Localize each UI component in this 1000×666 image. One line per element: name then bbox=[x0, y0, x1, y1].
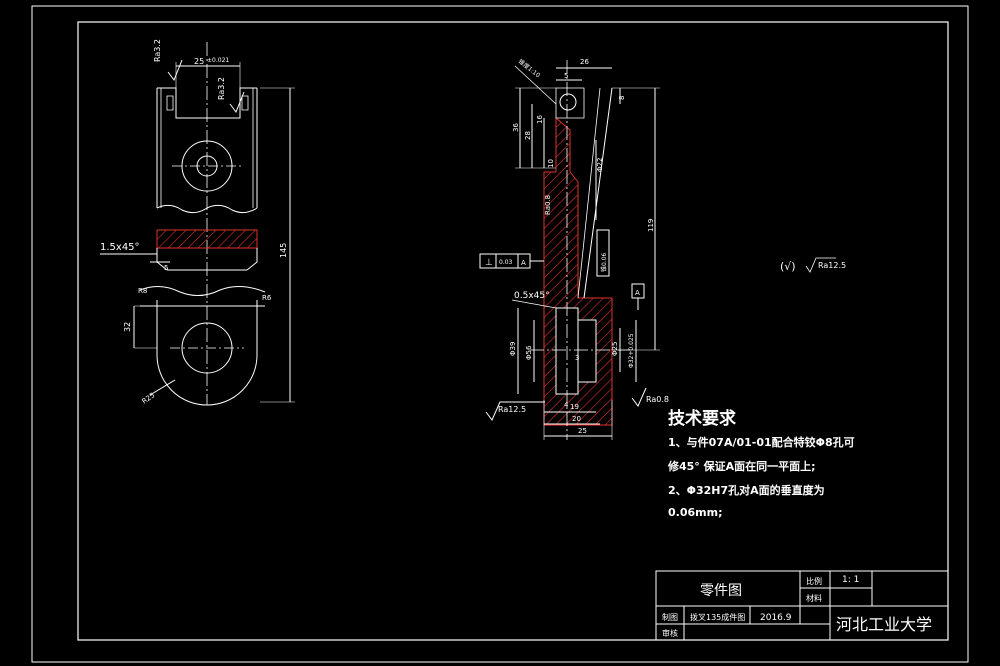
taper-tol-box bbox=[596, 229, 610, 277]
right-perp-value: 0.03 bbox=[499, 259, 513, 266]
bore-cut-inner bbox=[577, 319, 597, 383]
left-roughness-side: Ra3.2 bbox=[217, 77, 226, 100]
left-dim-r25: R25 bbox=[141, 391, 157, 405]
right-dim-25: 25 bbox=[578, 427, 587, 435]
tech-req-line4: 0.06mm; bbox=[668, 506, 722, 519]
right-dim-20: 20 bbox=[572, 415, 581, 423]
tech-requirements: 技术要求 1、与件07A/01-01配合特铰Φ8孔可 修45° 保证A面在同一平… bbox=[667, 408, 855, 519]
right-dim-28: 28 bbox=[524, 131, 532, 140]
surface-finish-note: (√) Ra12.5 bbox=[780, 257, 846, 273]
right-dim-10: 10 bbox=[547, 159, 555, 168]
right-datum-a: A bbox=[635, 289, 640, 297]
fork-outline bbox=[156, 88, 258, 208]
tech-req-line1: 1、与件07A/01-01配合特铰Φ8孔可 bbox=[668, 435, 855, 449]
right-roughness-08: Ra0.8 bbox=[544, 195, 552, 215]
right-dim-phi25: Φ25 bbox=[611, 342, 619, 356]
right-note-small: 锥0.06 bbox=[600, 252, 608, 272]
title-material-label: 材料 bbox=[806, 593, 822, 603]
title-drawn-label: 制图 bbox=[662, 612, 678, 622]
left-dim-r6: R6 bbox=[262, 294, 272, 302]
right-dim-16: 16 bbox=[536, 115, 544, 124]
right-dim-5: 5 bbox=[564, 72, 568, 80]
left-tol-25: ±0.021 bbox=[207, 57, 229, 64]
left-dim-r8: R8 bbox=[138, 287, 147, 295]
surface-finish-symbol: (√) bbox=[780, 260, 796, 273]
roughness-leader-right bbox=[631, 387, 647, 407]
title-block bbox=[655, 570, 949, 641]
right-dim-phi39: Φ39 bbox=[509, 342, 517, 356]
tech-req-line2: 修45° 保证A面在同一平面上; bbox=[667, 459, 816, 473]
right-roughness-left: Ra12.5 bbox=[498, 405, 526, 414]
right-dim-3: 3 bbox=[575, 354, 579, 362]
left-dim-32: 32 bbox=[123, 322, 132, 332]
taper-line bbox=[583, 87, 613, 299]
right-dim-36: 36 bbox=[512, 123, 520, 132]
right-dim-8: 8 bbox=[618, 96, 626, 100]
title-check-label: 审核 bbox=[662, 628, 678, 638]
section-hatch-top bbox=[156, 229, 258, 249]
tech-req-line3: 2、Φ32H7孔对A面的垂直度为 bbox=[668, 483, 825, 497]
title-drawn-value: 拨叉135成件图 bbox=[690, 612, 745, 622]
right-chamfer: 0.5x45° bbox=[514, 291, 550, 301]
right-dim-119: 119 bbox=[647, 219, 655, 232]
right-dim-4: 4 bbox=[564, 401, 569, 409]
left-dim-height: 145 bbox=[279, 243, 288, 258]
right-dim-phi22: Φ22 bbox=[596, 158, 604, 172]
left-dim-25: 25 bbox=[194, 57, 204, 66]
left-roughness-top: Ra3.2 bbox=[153, 39, 162, 62]
left-chamfer: 1.5x45° bbox=[100, 242, 140, 253]
surface-finish-value: Ra12.5 bbox=[818, 261, 846, 270]
title-block-text: 零件图 比例 1: 1 材料 制图 拨叉135成件图 2016.9 河北工业大学… bbox=[662, 575, 932, 638]
break-line-top bbox=[156, 204, 258, 214]
title-date: 2016.9 bbox=[760, 613, 792, 623]
title-scale-value: 1: 1 bbox=[842, 575, 859, 585]
right-label-angle: 锥度1:10 bbox=[517, 57, 542, 79]
roughness-leader-left bbox=[485, 401, 545, 421]
fork-slot bbox=[157, 87, 257, 119]
left-view bbox=[100, 42, 295, 406]
lower-boss bbox=[156, 300, 258, 406]
right-perp-ref: A bbox=[521, 259, 526, 267]
right-dim-19: 19 bbox=[570, 403, 579, 411]
right-dim-26: 26 bbox=[580, 58, 589, 66]
left-dim-5: 5 bbox=[164, 264, 168, 272]
tech-req-title: 技术要求 bbox=[668, 408, 736, 429]
right-view bbox=[479, 60, 660, 440]
inner-frame bbox=[77, 21, 949, 641]
right-perp-symbol: ⊥ bbox=[485, 258, 493, 268]
title-school: 河北工业大学 bbox=[836, 615, 932, 634]
right-dim-phi56: Φ56 bbox=[525, 345, 533, 360]
roughness-symbol-side bbox=[229, 91, 245, 114]
title-part-name: 零件图 bbox=[700, 583, 742, 599]
pin-hole bbox=[559, 93, 577, 111]
right-roughness-right: Ra0.8 bbox=[646, 395, 669, 404]
left-view-labels: Ra3.2 25 ±0.021 Ra3.2 1.5x45° 5 145 R8 R… bbox=[100, 39, 288, 406]
outer-frame bbox=[31, 5, 969, 663]
roughness-symbol-top bbox=[167, 59, 183, 82]
right-dim-phi32: Φ32+0.025 bbox=[628, 333, 635, 368]
break-line-bottom bbox=[139, 286, 266, 296]
title-scale-label: 比例 bbox=[806, 576, 822, 586]
